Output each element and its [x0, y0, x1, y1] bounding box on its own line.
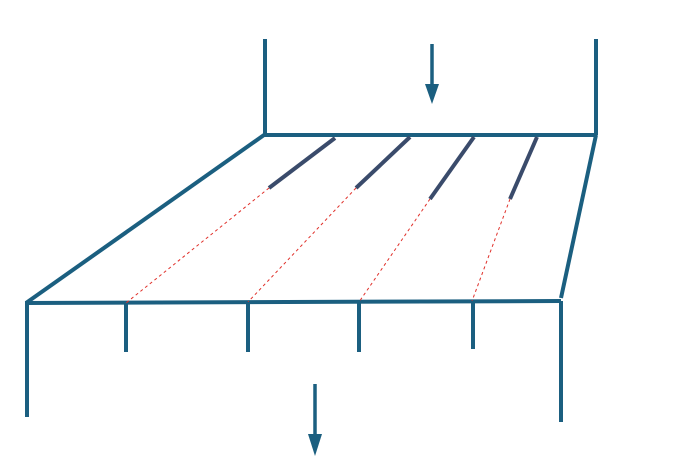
guide-vane-4	[508, 136, 539, 200]
guide-vane-3	[428, 135, 476, 201]
streamline-1	[125, 187, 270, 304]
chamber-right-edge	[559, 134, 598, 299]
chamber-left-edge	[24, 133, 266, 305]
inlet-arrow-head	[425, 84, 439, 104]
chamber-bottom-edge	[24, 299, 562, 305]
streamline-4	[471, 198, 511, 302]
streamline-3	[358, 198, 431, 303]
outlet-arrow-head	[308, 434, 322, 456]
outlet-flow-arrow-icon	[308, 384, 322, 456]
streamline-2	[247, 187, 357, 303]
inlet-flow-arrow-icon	[425, 44, 439, 104]
guide-vane-2	[354, 135, 412, 190]
guide-vane-1	[267, 136, 337, 190]
